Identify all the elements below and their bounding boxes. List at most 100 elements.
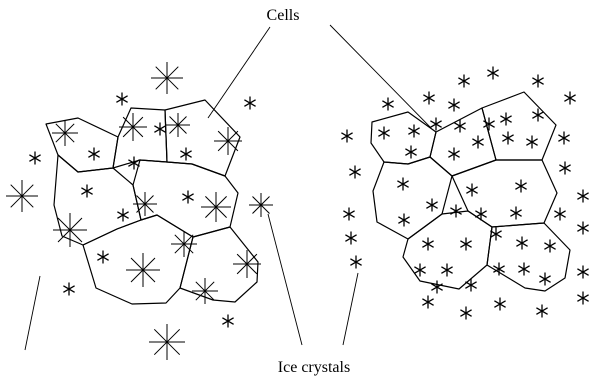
ice-crystal-icon	[408, 124, 420, 138]
ice-crystal-icon	[423, 91, 435, 105]
ice-crystal-icon	[487, 66, 499, 80]
ice-crystal-icon	[558, 131, 570, 145]
ice-crystal-icon	[88, 147, 100, 161]
ice-crystal-icon	[510, 206, 522, 220]
ice-crystal-icon	[490, 227, 502, 241]
ice-crystal-icon	[249, 193, 273, 217]
ice-crystal-icon	[6, 180, 38, 212]
ice-crystal-icon	[63, 282, 75, 296]
cell	[112, 107, 168, 169]
ice-crystals-label: Ice crystals	[278, 359, 350, 376]
ice-crystal-icon	[151, 62, 183, 94]
ice-crystal-icon	[515, 179, 527, 193]
ice-leader-center-left	[267, 213, 303, 346]
cells-leader-right	[329, 24, 432, 129]
ice-crystal-icon	[448, 98, 460, 112]
ice-crystal-icon	[460, 306, 472, 320]
ice-crystal-icon	[431, 280, 443, 294]
ice-crystal-icon	[475, 207, 487, 221]
ice-crystal-icon	[214, 127, 242, 155]
ice-crystal-icon	[494, 297, 506, 311]
ice-crystal-icon	[397, 177, 409, 191]
cell	[179, 226, 259, 303]
ice-crystal-icon	[405, 145, 417, 159]
ice-crystal-icon	[52, 120, 78, 146]
ice-crystal-icon	[53, 213, 87, 247]
ice-crystal-icon	[526, 135, 538, 149]
ice-crystal-icon	[577, 265, 589, 279]
cell	[370, 111, 437, 165]
cell	[372, 156, 453, 240]
ice-crystal-icon	[116, 92, 128, 106]
ice-crystal-icon	[343, 207, 355, 221]
ice-crystal-icon	[426, 198, 438, 212]
cell	[164, 99, 241, 177]
ice-crystal-icon	[466, 183, 478, 197]
ice-crystal-icon	[448, 147, 460, 161]
left-cell-cluster	[45, 99, 259, 305]
ice-crystal-icon	[382, 97, 394, 111]
ice-crystal-icon	[577, 291, 589, 305]
ice-crystal-icon	[472, 135, 484, 149]
ice-crystal-icon	[564, 91, 576, 105]
ice-crystal-icon	[577, 221, 589, 235]
ice-crystal-icon	[349, 165, 361, 179]
ice-crystal-icon	[460, 237, 472, 251]
ice-crystal-icon	[222, 314, 234, 328]
ice-crystal-icon	[536, 304, 548, 318]
ice-crystal-icon	[458, 74, 470, 88]
ice-crystal-icon	[430, 117, 442, 131]
ice-crystal-icon	[128, 156, 140, 170]
ice-crystal-icon	[532, 108, 544, 122]
ice-crystal-icon	[149, 324, 185, 360]
ice-crystal-icon	[350, 255, 362, 269]
ice-crystal-icon	[192, 278, 218, 304]
ice-crystal-icon	[559, 161, 571, 175]
cell	[53, 154, 142, 246]
ice-crystal-icon	[182, 190, 194, 204]
ice-crystal-icon	[465, 278, 477, 292]
ice-crystal-icon	[500, 112, 512, 126]
ice-crystal-icon	[341, 129, 353, 143]
ice-crystal-icon	[422, 295, 434, 309]
left-ice-crystals	[6, 62, 273, 360]
right-ice-crystals	[341, 66, 589, 320]
ice-crystal-icon	[450, 204, 462, 218]
ice-crystal-icon	[422, 237, 434, 251]
ice-crystal-icon	[493, 262, 505, 276]
ice-crystal-icon	[126, 253, 160, 287]
ice-crystal-icon	[119, 113, 147, 141]
ice-crystal-icon	[454, 119, 466, 133]
cells-leader-left	[207, 26, 271, 119]
ice-crystal-icon	[483, 117, 495, 131]
ice-crystal-icon	[244, 96, 256, 110]
cell	[402, 210, 493, 290]
ice-crystal-icon	[29, 151, 41, 165]
ice-crystal-icon	[154, 122, 166, 136]
ice-crystal-icon	[166, 113, 190, 137]
right-cell-cluster	[370, 91, 571, 292]
ice-crystal-icon	[414, 263, 426, 277]
ice-leader-center-right	[342, 272, 359, 346]
ice-crystal-icon	[345, 231, 357, 245]
ice-crystal-icon	[180, 147, 192, 161]
cell	[486, 222, 571, 292]
ice-crystal-icon	[441, 263, 453, 277]
leader-lines	[24, 24, 432, 351]
ice-crystal-icon	[577, 189, 589, 203]
ice-crystal-icon	[516, 236, 528, 250]
cell	[481, 91, 557, 161]
ice-crystal-icon	[117, 208, 129, 222]
ice-crystal-icon	[233, 250, 261, 278]
ice-crystal-icon	[554, 207, 566, 221]
ice-crystal-icon	[133, 192, 157, 216]
ice-crystal-icon	[201, 192, 231, 222]
ice-crystal-icon	[539, 272, 551, 286]
cell	[451, 159, 558, 228]
ice-crystal-icon	[544, 239, 556, 253]
ice-crystal-icon	[171, 231, 197, 257]
ice-leader-left-outer	[24, 275, 41, 351]
cells-label: Cells	[267, 7, 300, 24]
ice-crystal-icon	[398, 213, 410, 227]
